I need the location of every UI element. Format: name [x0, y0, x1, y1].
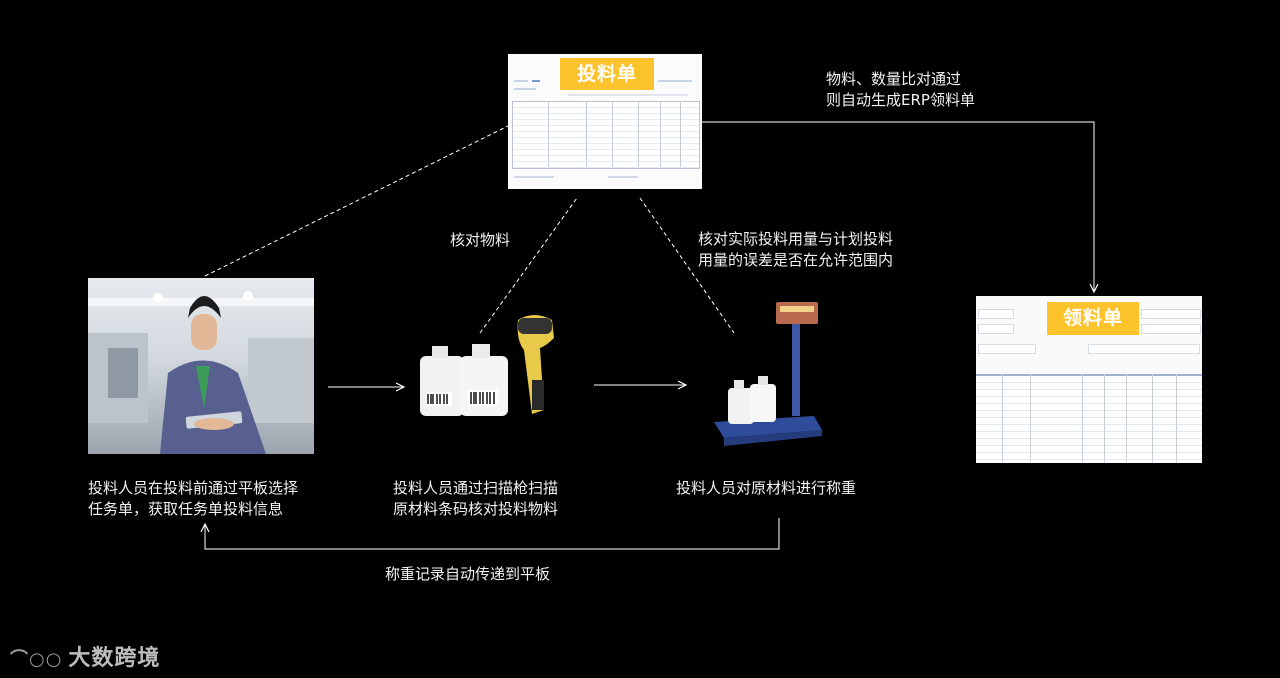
- form-table: [512, 101, 700, 169]
- form-field: [1141, 309, 1201, 319]
- caption-line: 投料人员通过扫描枪扫描: [393, 478, 558, 499]
- requisition-title: 领料单: [1047, 302, 1139, 335]
- requisition-form-image: 领料单: [976, 296, 1202, 463]
- step-2-caption: 投料人员通过扫描枪扫描 原材料条码核对投料物料: [393, 478, 558, 520]
- step-1-caption: 投料人员在投料前通过平板选择 任务单，获取任务单投料信息: [88, 478, 298, 520]
- weight-transfer-label: 称重记录自动传递到平板: [385, 564, 550, 585]
- canister-icon: [460, 344, 508, 416]
- feed-order-title: 投料单: [560, 58, 654, 90]
- caption-line: 任务单，获取任务单投料信息: [88, 499, 298, 520]
- form-field: [532, 80, 540, 82]
- form-field: [1088, 344, 1200, 354]
- canister-icon: [420, 346, 464, 416]
- note-line: 则自动生成ERP领料单: [826, 90, 975, 111]
- caption-line: 原材料条码核对投料物料: [393, 499, 558, 520]
- canisters-and-scanner-image: [414, 310, 574, 420]
- caption-line: 投料人员在投料前通过平板选择: [88, 478, 298, 499]
- dashed-line-photo-to-form: [205, 125, 510, 276]
- note-line: 用量的误差是否在允许范围内: [698, 250, 893, 271]
- form-field: [978, 344, 1036, 354]
- step-3-caption: 投料人员对原材料进行称重: [676, 478, 856, 499]
- operator-illustration: [88, 278, 314, 454]
- form-field: [568, 94, 688, 96]
- form-field: [978, 309, 1014, 319]
- erp-auto-generate-note: 物料、数量比对通过 则自动生成ERP领料单: [826, 69, 975, 111]
- barcode-scanner-icon: [518, 315, 554, 414]
- brand-name: 大数跨境: [68, 646, 160, 671]
- operator-tablet-photo: [88, 278, 314, 454]
- verify-material-label: 核对物料: [450, 230, 510, 251]
- note-line: 核对实际投料用量与计划投料: [698, 229, 893, 250]
- weighing-scale-image: [706, 298, 826, 450]
- form-field: [1141, 324, 1201, 334]
- note-line: 物料、数量比对通过: [826, 69, 975, 90]
- form-field: [514, 88, 536, 90]
- brand-mark-icon: ⌒○○: [10, 649, 62, 670]
- form-footer: [608, 176, 638, 178]
- verify-usage-note: 核对实际投料用量与计划投料 用量的误差是否在允许范围内: [698, 229, 893, 271]
- requisition-table: [976, 374, 1202, 463]
- canister-icon: [728, 376, 776, 424]
- arrow-scale-to-tablet: [205, 518, 779, 549]
- form-footer: [514, 176, 554, 178]
- form-field: [514, 80, 528, 82]
- brand-logo: ⌒○○ 大数跨境: [10, 640, 160, 672]
- form-field: [658, 80, 692, 82]
- feed-order-form-image: 投料单: [508, 54, 702, 189]
- form-field: [978, 324, 1014, 334]
